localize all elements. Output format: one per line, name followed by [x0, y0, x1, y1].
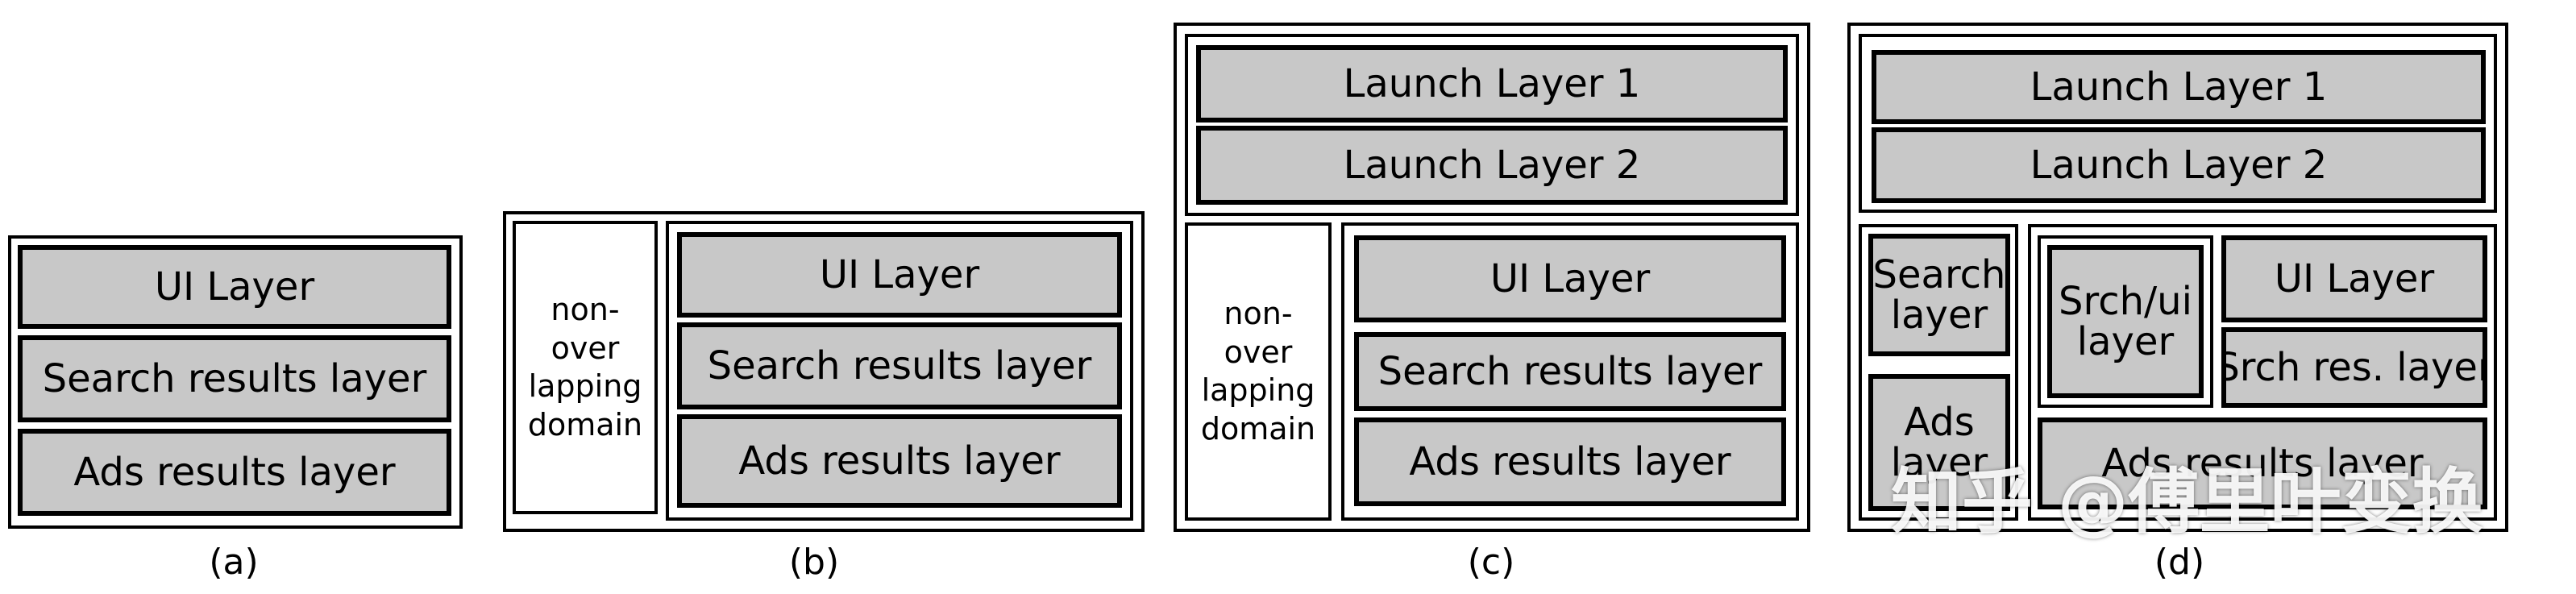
panel-d-srch-res-layer: Srch res. layer: [2221, 327, 2487, 408]
panel-b-ads-results-layer: Ads results layer: [677, 414, 1122, 508]
panel-a-caption: (a): [209, 542, 259, 583]
panel-c-ads-results-layer: Ads results layer: [1354, 417, 1786, 506]
panel-d-caption: (d): [2154, 542, 2205, 583]
panel-c-non-overlapping-label: non- over lapping domain: [1200, 296, 1316, 447]
panel-b-caption: (b): [788, 542, 840, 583]
watermark: 知乎 @傅里叶变换: [1891, 460, 2483, 543]
panel-d-launch-layer-1: Launch Layer 1: [1872, 50, 2486, 124]
panel-d-search-layer-label: Search layer: [1872, 251, 2006, 338]
panel-d-ui-layer: UI Layer: [2221, 235, 2487, 322]
panel-b-search-results-layer: Search results layer: [677, 322, 1122, 409]
panel-c-caption: (c): [1467, 542, 1515, 583]
panel-b-non-overlapping-domain: non- over lapping domain: [513, 221, 658, 514]
panel-b-ui-layer: UI Layer: [677, 232, 1122, 318]
panel-d-srch-ui-layer: Srch/ui layer: [2047, 245, 2204, 398]
panel-a-ui-layer: UI Layer: [18, 245, 451, 329]
panel-c-launch-layer-1: Launch Layer 1: [1196, 45, 1788, 123]
panel-d-launch-layer-2: Launch Layer 2: [1872, 127, 2486, 203]
panel-c-ui-layer: UI Layer: [1354, 235, 1786, 322]
panel-d-search-layer: Search layer: [1868, 234, 2010, 356]
panel-c-search-results-layer: Search results layer: [1354, 332, 1786, 411]
panel-d-ads-results-layer: Ads results layer: [2038, 417, 2487, 509]
panel-b-non-overlapping-label: non- over lapping domain: [527, 292, 643, 442]
panel-c-non-overlapping-domain: non- over lapping domain: [1185, 222, 1332, 521]
panel-d-srch-ui-label: Srch/ui layer: [2059, 278, 2192, 364]
panel-d-ads-layer-label: Ads layer: [1890, 399, 1988, 485]
panel-a-search-results-layer: Search results layer: [18, 335, 451, 422]
panel-d-ads-layer: Ads layer: [1868, 374, 2010, 511]
panel-a-ads-results-layer: Ads results layer: [18, 429, 451, 516]
panel-c-launch-layer-2: Launch Layer 2: [1196, 126, 1788, 205]
